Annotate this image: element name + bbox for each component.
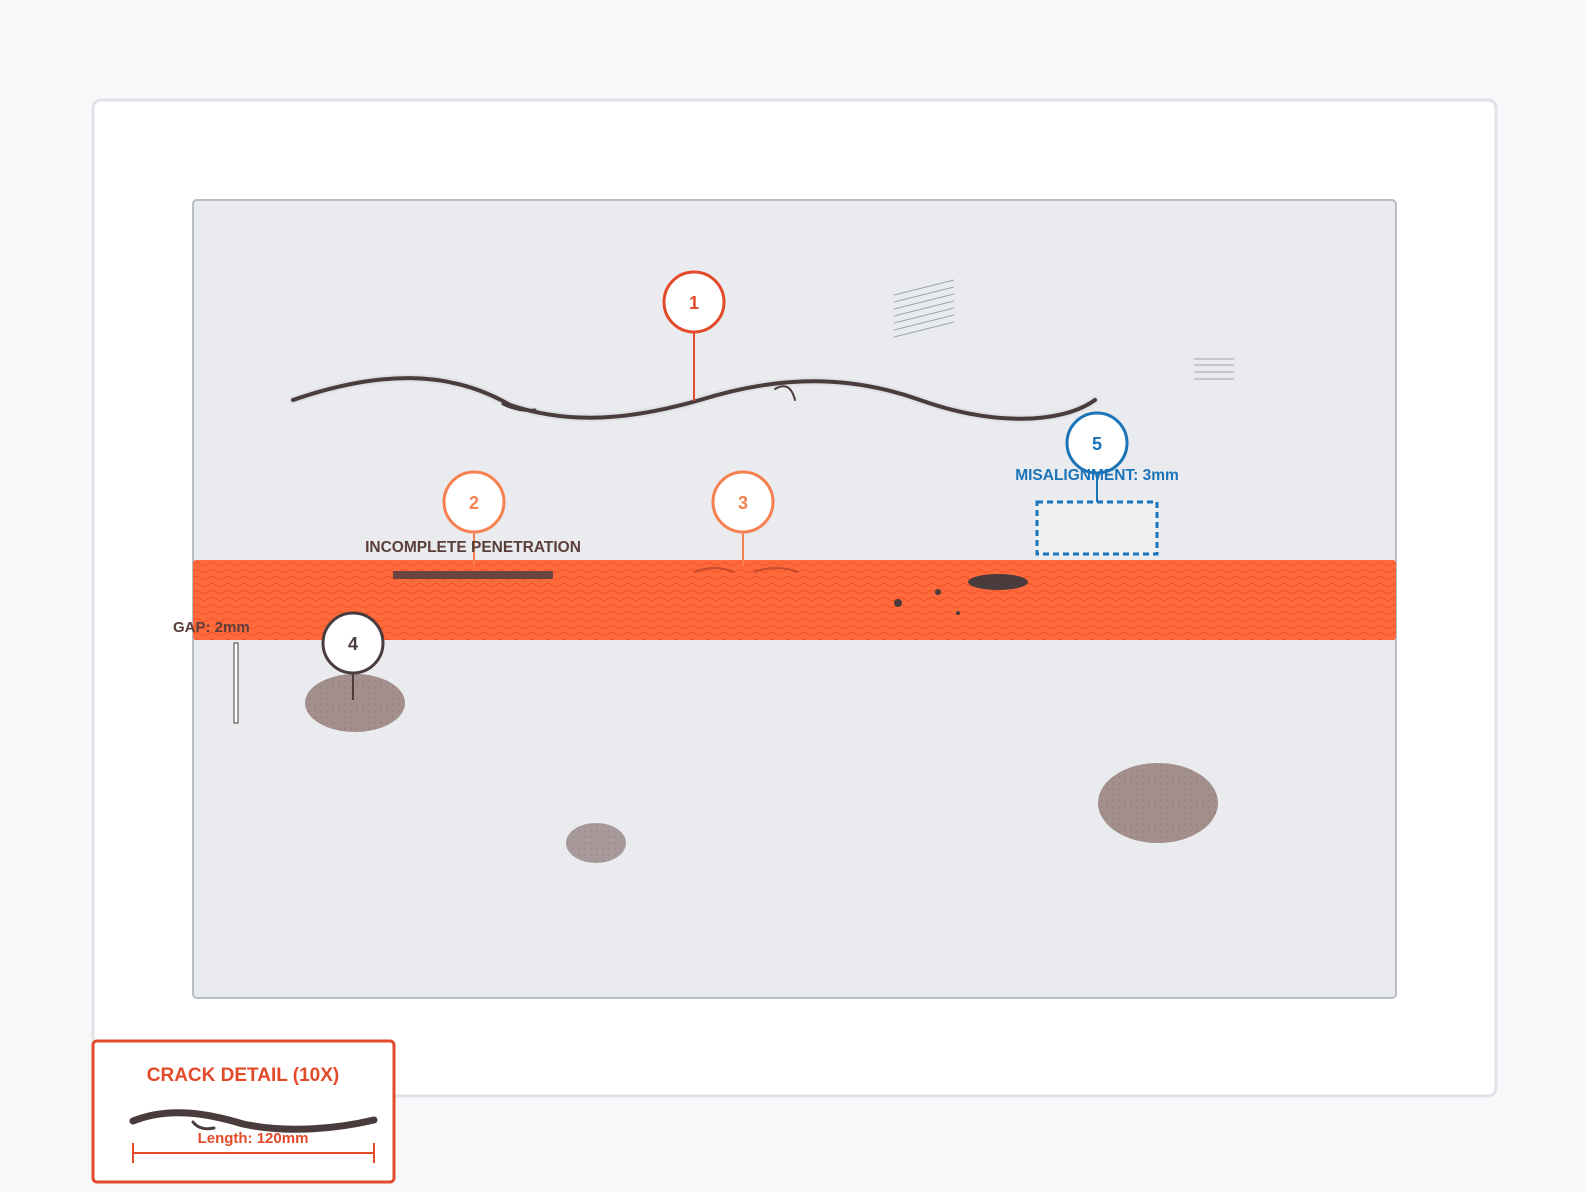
gap-indicator bbox=[233, 642, 239, 724]
marker-2-label: 2 bbox=[469, 493, 479, 513]
marker-4[interactable]: 4 bbox=[321, 611, 385, 675]
marker-1-label: 1 bbox=[689, 293, 699, 313]
inset-length-label: Length: 120mm bbox=[198, 1130, 309, 1147]
crack-branch-hook bbox=[774, 385, 796, 401]
marker-3[interactable]: 3 bbox=[711, 470, 775, 534]
porosity-dot bbox=[894, 599, 902, 607]
marker-3-label: 3 bbox=[738, 493, 748, 513]
marker-5[interactable]: 5 bbox=[1065, 411, 1129, 475]
porosity-elongated bbox=[968, 574, 1028, 590]
misalignment-box bbox=[1035, 500, 1159, 556]
spatter-blob bbox=[1098, 763, 1218, 843]
spatter-blob bbox=[305, 674, 405, 732]
inset-crack-branch bbox=[191, 1120, 216, 1131]
misalignment-label: MISALIGNMENT: 3mm bbox=[1015, 467, 1179, 484]
inset-crack-line bbox=[129, 1109, 378, 1133]
marker-1[interactable]: 1 bbox=[662, 270, 726, 334]
undercut-marks bbox=[693, 567, 799, 573]
crack-line bbox=[291, 376, 1097, 421]
incomplete-penetration-label: INCOMPLETE PENETRATION bbox=[365, 539, 581, 556]
spatter-blob bbox=[566, 823, 626, 863]
marker-5-label: 5 bbox=[1092, 434, 1102, 454]
marker-2[interactable]: 2 bbox=[442, 470, 506, 534]
gap-label: GAP: 2mm bbox=[173, 619, 250, 636]
inset-title: CRACK DETAIL (10X) bbox=[147, 1065, 339, 1086]
porosity-dot bbox=[956, 611, 960, 615]
hatching-marks bbox=[893, 279, 955, 338]
scale-lines bbox=[1194, 358, 1234, 380]
crack-branch bbox=[501, 402, 537, 412]
porosity-dot bbox=[935, 589, 941, 595]
inset-frame bbox=[91, 1039, 396, 1184]
incomplete-penetration-bar bbox=[393, 571, 553, 579]
crack-detail-inset: CRACK DETAIL (10X) Length: 120mm bbox=[91, 1039, 396, 1184]
weld-ripple-texture bbox=[193, 560, 1396, 640]
marker-4-label: 4 bbox=[348, 634, 358, 654]
